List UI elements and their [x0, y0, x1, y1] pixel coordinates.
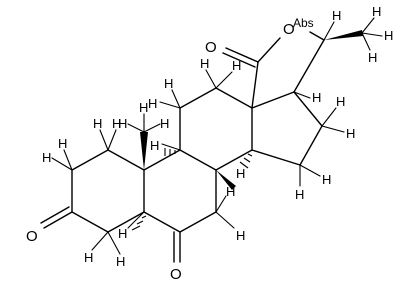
h-label: H — [148, 96, 157, 111]
h-label: H — [118, 226, 127, 241]
h-label: H — [139, 100, 148, 115]
ring-b-bonds — [143, 149, 217, 233]
h-label: H — [200, 56, 209, 71]
methyl-wedge-lactone — [324, 30, 363, 40]
h-label: H — [164, 76, 173, 91]
lactone-carbonyl-oxygen-label: O — [205, 39, 217, 56]
abs-stereo-flag: Abs — [293, 16, 314, 30]
h-label: H — [58, 136, 67, 151]
h-label: H — [372, 4, 381, 19]
lactone-ring-oxygen-label: O — [283, 21, 295, 38]
h-label: H — [368, 50, 377, 65]
h-label: H — [336, 94, 345, 109]
h-wedge-c8 — [216, 170, 236, 190]
methyl-wedge-c10 — [140, 132, 148, 170]
h-label: H — [84, 250, 93, 265]
h-label: H — [346, 126, 355, 141]
h-label: H — [226, 184, 235, 199]
h-label: H — [384, 28, 393, 43]
ring-a-bonds — [71, 149, 145, 233]
hashed-stereo-bonds — [131, 148, 253, 231]
h-label: H — [112, 116, 121, 131]
h-label: H — [232, 58, 241, 73]
hydrogen-bonds — [51, 17, 383, 255]
h-label: H — [118, 116, 127, 131]
lactone-ring-bonds: O O Abs — [205, 16, 325, 109]
h-label: H — [312, 90, 321, 105]
h-label: H — [236, 228, 245, 243]
ring-c-bonds — [179, 87, 253, 171]
ketone-3-oxygen-label: O — [26, 228, 38, 245]
h-label: H — [150, 138, 159, 153]
h-label: H — [160, 116, 169, 131]
h-label: H — [42, 150, 51, 165]
ketone-6-oxygen-label: O — [170, 266, 182, 283]
h-label: H — [332, 8, 341, 23]
h-label: H — [116, 254, 125, 269]
ring-d-bonds — [251, 91, 323, 166]
h-label: H — [322, 172, 331, 187]
c6-ketone: O — [170, 231, 182, 283]
h-label: H — [295, 187, 304, 202]
h-label: H — [236, 166, 245, 181]
c3-ketone: O — [26, 206, 73, 245]
h-label: H — [93, 116, 102, 131]
hydrogen-labels: H H H H H H H H H H H H H H H H H H H H … — [42, 4, 393, 269]
